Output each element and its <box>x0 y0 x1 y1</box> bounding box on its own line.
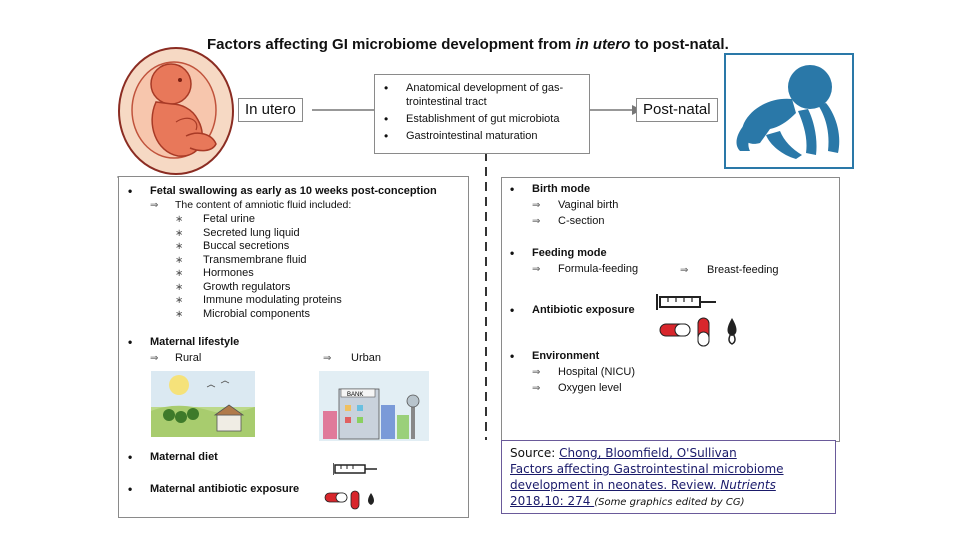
syringe-icon <box>333 463 377 475</box>
csection-label: C-section <box>558 215 605 227</box>
syringe-icon <box>656 294 716 310</box>
amniotic-item: Transmembrane fluid <box>203 253 307 266</box>
urban-scene-illustration: BANK <box>319 371 429 441</box>
arrow-bullet-icon: ⇒ <box>532 264 541 275</box>
formula-feeding-label: Formula-feeding <box>558 263 639 275</box>
amniotic-item: Fetal urine <box>203 213 255 225</box>
amniotic-item: Microbial components <box>203 307 310 320</box>
post-natal-label: Post-natal <box>636 98 718 122</box>
bank-sign: BANK <box>347 392 363 398</box>
pill-icon <box>659 317 737 347</box>
vaginal-birth-label: Vaginal birth <box>558 199 619 211</box>
arrow-bullet-icon: ⇒ <box>323 353 332 364</box>
development-item: Gastrointestinal maturation <box>384 130 538 143</box>
star-bullet-icon: ∗ <box>175 281 184 293</box>
breast-feeding-label: Breast-feeding <box>707 264 779 276</box>
amniotic-item: Buccal secretions <box>203 240 290 252</box>
amniotic-intro: The content of amniotic fluid included: <box>175 199 352 211</box>
amniotic-item: Immune modulating proteins <box>203 294 342 306</box>
star-bullet-icon: ∗ <box>175 241 184 252</box>
in-utero-label: In utero <box>238 98 303 122</box>
development-item: Establishment of gut microbiota <box>384 113 560 126</box>
star-bullet-icon: ∗ <box>175 308 184 320</box>
amniotic-item: Secreted lung liquid <box>203 226 300 239</box>
diagram-title: Factors affecting GI microbiome developm… <box>207 36 729 53</box>
urban-label: Urban <box>351 352 381 364</box>
arrow-bullet-icon: ⇒ <box>532 216 541 227</box>
hospital-nicu-label: Hospital (NICU) <box>558 366 636 378</box>
star-bullet-icon: ∗ <box>175 295 184 306</box>
source-citation: Source: Chong, Bloomfield, O'Sullivan Fa… <box>501 440 836 514</box>
arrow-bullet-icon: ⇒ <box>150 200 159 211</box>
oxygen-level-label: Oxygen level <box>558 382 622 394</box>
maternal-antibiotic-heading: Maternal antibiotic exposure <box>128 483 299 496</box>
birth-mode-heading: Birth mode <box>510 183 590 196</box>
star-bullet-icon: ∗ <box>175 268 184 279</box>
crawling-baby-icon <box>736 65 840 159</box>
arrow-bullet-icon: ⇒ <box>532 367 541 378</box>
development-item-cont: trointestinal tract <box>406 96 487 108</box>
antibiotic-exposure-heading: Antibiotic exposure <box>510 304 635 317</box>
feeding-mode-heading: Feeding mode <box>510 247 606 260</box>
development-box: Anatomical development of gas- trointest… <box>374 74 590 154</box>
citation-link-journal[interactable]: Nutrients <box>720 478 776 492</box>
prenatal-factors-panel: Fetal swallowing as early as 10 weeks po… <box>118 176 469 518</box>
development-item: Anatomical development of gas- <box>384 82 563 95</box>
maternal-lifestyle-heading: Maternal lifestyle <box>128 336 239 349</box>
baby-illustration-frame <box>724 53 854 169</box>
citation-link-authors[interactable]: Chong, Bloomfield, O'Sullivan <box>559 446 737 460</box>
postnatal-factors-panel: Birth mode ⇒ Vaginal birth ⇒ C-section F… <box>501 177 840 442</box>
fetal-swallowing-heading: Fetal swallowing as early as 10 weeks po… <box>128 185 437 198</box>
pill-icon <box>324 490 374 510</box>
rural-scene-illustration <box>151 371 255 437</box>
star-bullet-icon: ∗ <box>175 214 184 225</box>
source-label: Source: <box>510 446 560 460</box>
arrow-bullet-icon: ⇒ <box>532 383 541 394</box>
amniotic-item: Hormones <box>203 267 254 279</box>
star-bullet-icon: ∗ <box>175 254 184 266</box>
fetus-in-womb-illustration <box>118 47 234 175</box>
citation-link-review[interactable]: development in neonates. Review. <box>510 478 721 492</box>
rural-label: Rural <box>175 352 202 364</box>
arrow-bullet-icon: ⇒ <box>680 265 689 276</box>
arrow-bullet-icon: ⇒ <box>150 353 159 364</box>
citation-link-title[interactable]: Factors affecting Gastrointestinal micro… <box>510 462 784 476</box>
maternal-diet-heading: Maternal diet <box>128 451 218 464</box>
amniotic-item: Growth regulators <box>203 280 291 293</box>
environment-heading: Environment <box>510 350 599 363</box>
citation-link-year[interactable]: 2018,10: 274 <box>510 494 595 508</box>
arrow-bullet-icon: ⇒ <box>532 200 541 211</box>
edit-note: (Some graphics edited by CG) <box>594 497 745 508</box>
star-bullet-icon: ∗ <box>175 227 184 239</box>
